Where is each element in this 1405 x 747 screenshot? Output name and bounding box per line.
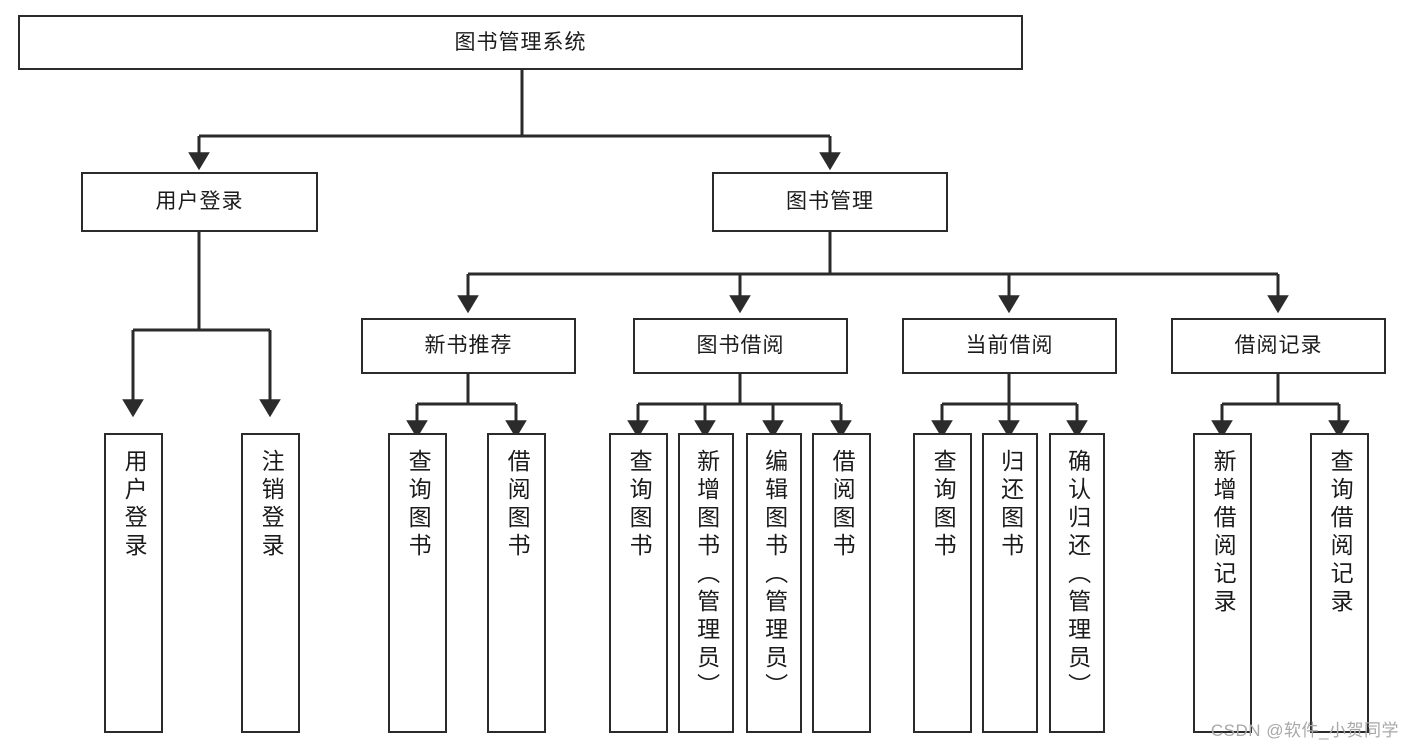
leaf-query-book-borrow[interactable]: 查询图书 bbox=[609, 433, 668, 733]
node-borrow-records[interactable]: 借阅记录 bbox=[1171, 318, 1386, 374]
node-label: 新书推荐 bbox=[424, 334, 513, 358]
leaf-query-book-current[interactable]: 查询图书 bbox=[913, 433, 972, 733]
node-label: 借阅记录 bbox=[1234, 334, 1323, 358]
node-label: 用户登录 bbox=[155, 190, 244, 214]
csdn-watermark: CSDN @软件_小贺同学 bbox=[1210, 721, 1399, 740]
node-user-login[interactable]: 用户登录 bbox=[81, 172, 318, 232]
node-label: 新增图书（管理员） bbox=[693, 449, 720, 701]
node-current-borrow[interactable]: 当前借阅 bbox=[902, 318, 1117, 374]
node-label: 查询图书 bbox=[405, 449, 432, 561]
leaf-logout[interactable]: 注销登录 bbox=[241, 433, 300, 733]
leaf-borrow-book[interactable]: 借阅图书 bbox=[812, 433, 871, 733]
node-label: 当前借阅 bbox=[965, 334, 1054, 358]
node-root[interactable]: 图书管理系统 bbox=[18, 15, 1023, 70]
leaf-return-book[interactable]: 归还图书 bbox=[982, 433, 1038, 733]
node-label: 图书管理系统 bbox=[454, 30, 587, 54]
leaf-edit-book-admin[interactable]: 编辑图书（管理员） bbox=[746, 433, 802, 733]
node-label: 图书借阅 bbox=[696, 334, 785, 358]
node-new-book-recommend[interactable]: 新书推荐 bbox=[361, 318, 576, 374]
leaf-confirm-return-admin[interactable]: 确认归还（管理员） bbox=[1049, 433, 1105, 733]
node-label: 编辑图书（管理员） bbox=[761, 449, 788, 701]
node-label: 新增借阅记录 bbox=[1210, 449, 1237, 617]
leaf-query-borrow-record[interactable]: 查询借阅记录 bbox=[1310, 433, 1369, 733]
leaf-add-book-admin[interactable]: 新增图书（管理员） bbox=[678, 433, 734, 733]
node-label: 借阅图书 bbox=[504, 449, 531, 561]
node-label: 归还图书 bbox=[997, 449, 1024, 561]
node-book-borrow[interactable]: 图书借阅 bbox=[633, 318, 848, 374]
node-label: 查询图书 bbox=[930, 449, 957, 561]
node-label: 确认归还（管理员） bbox=[1064, 449, 1091, 701]
leaf-add-borrow-record[interactable]: 新增借阅记录 bbox=[1193, 433, 1252, 733]
node-label: 图书管理 bbox=[786, 190, 874, 214]
node-book-management[interactable]: 图书管理 bbox=[712, 172, 948, 232]
node-label: 查询借阅记录 bbox=[1327, 449, 1354, 617]
node-label: 注销登录 bbox=[258, 449, 285, 561]
leaf-borrow-book-recommend[interactable]: 借阅图书 bbox=[487, 433, 546, 733]
node-label: 用户登录 bbox=[121, 449, 148, 561]
leaf-user-login[interactable]: 用户登录 bbox=[104, 433, 163, 733]
node-label: 查询图书 bbox=[626, 449, 653, 561]
leaf-query-book-recommend[interactable]: 查询图书 bbox=[388, 433, 447, 733]
node-label: 借阅图书 bbox=[829, 449, 856, 561]
